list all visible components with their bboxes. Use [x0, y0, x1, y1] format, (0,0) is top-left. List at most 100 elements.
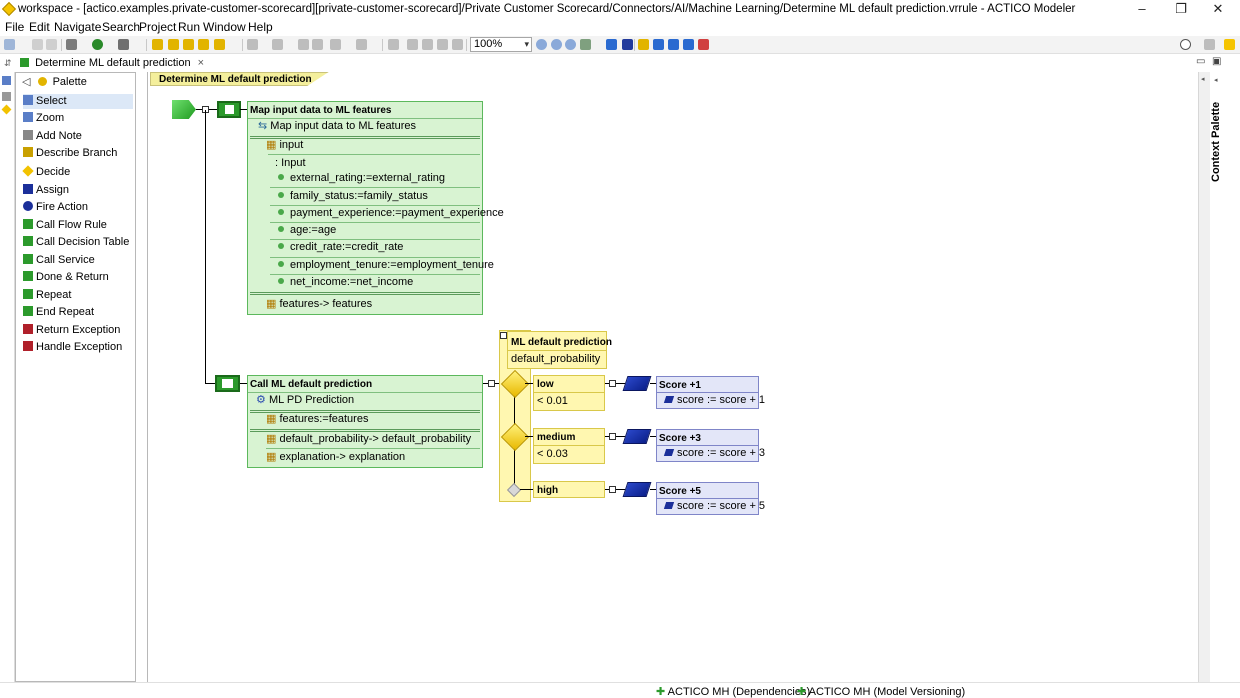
mapping-row[interactable]: age:=age: [278, 223, 336, 238]
mapping-row[interactable]: employment_tenure:=employment_tenure: [278, 258, 494, 273]
palette-item-assign[interactable]: Assign: [23, 183, 133, 198]
context-palette-expand-icon[interactable]: ◂: [1214, 77, 1218, 84]
menu-search[interactable]: Search: [102, 20, 141, 34]
new-service-icon[interactable]: [198, 39, 209, 50]
map-node-input-row[interactable]: ▦ input: [266, 138, 303, 153]
palette-item-add-note[interactable]: Add Note: [23, 129, 133, 144]
call-ml-node[interactable]: Call ML default prediction ⚙ ML PD Predi…: [247, 375, 483, 468]
delete-icon[interactable]: [452, 39, 463, 50]
close-button[interactable]: ✕: [1212, 1, 1224, 16]
zoom-out-icon[interactable]: [551, 39, 562, 50]
marker-icon[interactable]: [698, 39, 709, 50]
undo-icon[interactable]: [330, 39, 341, 50]
decision-header[interactable]: ML default prediction default_probabilit…: [507, 331, 612, 369]
mapping-row[interactable]: credit_rate:=credit_rate: [278, 240, 403, 255]
palette-item-handle-exception[interactable]: Handle Exception: [23, 340, 133, 355]
palette-item-describe-branch[interactable]: Describe Branch: [23, 146, 133, 161]
mapping-row[interactable]: family_status:=family_status: [278, 189, 428, 204]
branch-medium[interactable]: medium < 0.03: [533, 428, 605, 464]
score-node-3[interactable]: Score +3 score := score + 3: [656, 429, 765, 462]
connector-handle[interactable]: [609, 433, 616, 440]
palette-item-end-repeat[interactable]: End Repeat: [23, 305, 133, 320]
palette-item-zoom[interactable]: Zoom: [23, 111, 133, 126]
tab-close-icon[interactable]: ×: [197, 57, 205, 69]
vertical-scrollbar[interactable]: ◂: [1198, 72, 1210, 682]
connector-handle[interactable]: [609, 380, 616, 387]
breadcrumb[interactable]: Determine ML default prediction: [150, 72, 329, 86]
forward-icon[interactable]: [312, 39, 323, 50]
connector-handle[interactable]: [488, 380, 495, 387]
start-node[interactable]: [172, 100, 196, 119]
cut-icon[interactable]: [422, 39, 433, 50]
new-table-icon[interactable]: [183, 39, 194, 50]
align-left-icon[interactable]: [638, 39, 649, 50]
actico-perspective-icon[interactable]: [1224, 39, 1235, 50]
new-icon[interactable]: [4, 39, 15, 50]
mapping-row[interactable]: payment_experience:=payment_experience: [278, 206, 504, 221]
minimize-view-icon[interactable]: ▭: [1196, 56, 1206, 67]
call-node-service-row[interactable]: ⚙ ML PD Prediction: [256, 393, 354, 408]
align-right-icon[interactable]: [668, 39, 679, 50]
branch-high[interactable]: high: [533, 481, 605, 498]
search-icon[interactable]: [1180, 39, 1191, 50]
palette-item-decide[interactable]: Decide: [22, 165, 133, 180]
redo-icon[interactable]: [356, 39, 367, 50]
zoom-fit-icon[interactable]: [565, 39, 576, 50]
minimize-button[interactable]: –: [1138, 1, 1146, 16]
palette-item-call-decision-table[interactable]: Call Decision Table: [23, 235, 133, 250]
align-center-icon[interactable]: [653, 39, 664, 50]
map-node-output-row[interactable]: ▦ features-> features: [266, 297, 372, 312]
context-palette-tab[interactable]: ◂ Context Palette: [1210, 72, 1226, 202]
decision-marker-icon[interactable]: [1, 104, 12, 115]
maximize-button[interactable]: ❐: [1175, 1, 1187, 16]
new-rule-icon[interactable]: [168, 39, 179, 50]
assign-node-icon[interactable]: [622, 429, 652, 444]
menu-help[interactable]: Help: [248, 20, 273, 34]
assign-node-icon[interactable]: [622, 482, 652, 497]
menu-window[interactable]: Window: [203, 20, 246, 34]
connector-handle[interactable]: [609, 486, 616, 493]
palette-item-select[interactable]: Select: [23, 94, 133, 109]
assign-node-icon[interactable]: [622, 376, 652, 391]
palette-item-fire-action[interactable]: Fire Action: [23, 200, 133, 215]
palette-item-return-exception[interactable]: Return Exception: [23, 323, 133, 338]
paste-icon[interactable]: [437, 39, 448, 50]
palette-item-call-flow-rule[interactable]: Call Flow Rule: [23, 218, 133, 233]
outline-view-icon[interactable]: [2, 76, 11, 85]
debug-icon[interactable]: [66, 39, 77, 50]
zoom-level-combo[interactable]: 100% ▾: [470, 37, 532, 52]
status-model-versioning[interactable]: ✚ ACTICO MH (Model Versioning): [797, 685, 965, 698]
scroll-up-icon[interactable]: ◂: [1201, 76, 1205, 83]
layout-icon[interactable]: [580, 39, 591, 50]
chart-icon[interactable]: [606, 39, 617, 50]
palette-header[interactable]: ◁ Palette: [16, 74, 135, 90]
tab-determine-ml-default-prediction[interactable]: Determine ML default prediction ×: [16, 56, 209, 71]
call-map-node-icon[interactable]: [217, 101, 241, 118]
copy-icon[interactable]: [407, 39, 418, 50]
view-menu-icon[interactable]: ⇵: [4, 58, 12, 68]
mapping-row[interactable]: external_rating:=external_rating: [278, 171, 445, 186]
score-node-1[interactable]: Score +1 score := score + 1: [656, 376, 765, 409]
distribute-icon[interactable]: [683, 39, 694, 50]
save-icon[interactable]: [32, 39, 43, 50]
menu-edit[interactable]: Edit: [29, 20, 50, 34]
maximize-view-icon[interactable]: ▣: [1212, 56, 1222, 67]
export-icon[interactable]: [388, 39, 399, 50]
menu-file[interactable]: File: [5, 20, 25, 34]
menu-navigate[interactable]: Navigate: [54, 20, 102, 34]
prev-annotation-icon[interactable]: [272, 39, 283, 50]
restore-view-icon[interactable]: [2, 92, 11, 101]
new-element-icon[interactable]: [214, 39, 225, 50]
status-dependencies[interactable]: ✚ ACTICO MH (Dependencies): [656, 685, 810, 698]
external-tools-icon[interactable]: [118, 39, 129, 50]
save-all-icon[interactable]: [46, 39, 57, 50]
next-annotation-icon[interactable]: [247, 39, 258, 50]
score-node-5[interactable]: Score +5 score := score + 5: [656, 482, 765, 515]
call-node-output-row[interactable]: ▦ explanation-> explanation: [266, 450, 405, 465]
menu-project[interactable]: Project: [139, 20, 177, 34]
palette-item-done-return[interactable]: Done & Return: [23, 270, 133, 285]
menu-run[interactable]: Run: [178, 20, 201, 34]
collapse-decision-handle[interactable]: [500, 332, 507, 339]
palette-item-call-service[interactable]: Call Service: [23, 253, 133, 268]
zoom-in-icon[interactable]: [536, 39, 547, 50]
